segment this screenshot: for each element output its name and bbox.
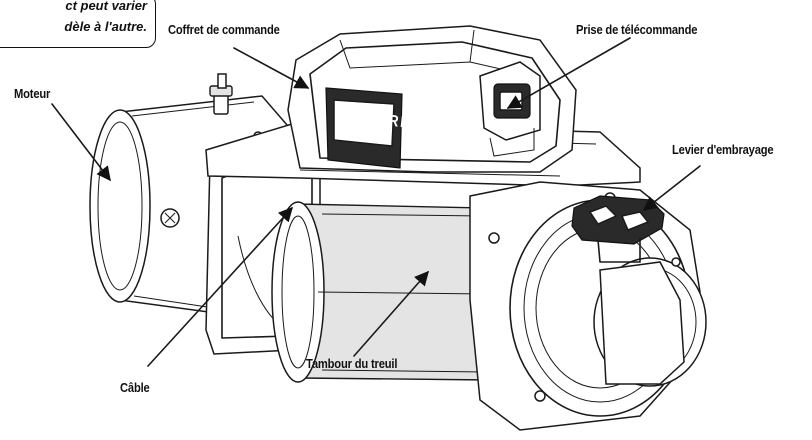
callout-moteur [51, 103, 111, 182]
label-prise-de-telecommande: Prise de télécommande [576, 22, 698, 37]
callout-levier [642, 165, 701, 211]
label-moteur: Moteur [14, 86, 51, 101]
callout-prise [506, 37, 631, 109]
label-tambour-du-treuil: Tambour du treuil [306, 356, 398, 371]
callout-cable [147, 206, 293, 367]
gear-housing-drawing [469, 181, 707, 431]
label-cable: Câble [120, 380, 150, 395]
disclaimer-note-box: ct peut varier dèle à l'autre. [0, 0, 156, 48]
label-levier-d-embrayage: Levier d'embrayage [672, 142, 774, 157]
callout-coffret [233, 47, 310, 89]
disclaimer-line-2: dèle à l'autre. [64, 19, 147, 34]
label-coffret-de-commande: Coffret de commande [168, 22, 280, 37]
winch-drum-drawing [271, 201, 491, 383]
control-pack-drawing [287, 25, 577, 173]
callout-lines [51, 37, 701, 367]
disclaimer-line-1: ct peut varier [65, 0, 147, 13]
clutch-lever-drawing [571, 195, 665, 263]
callout-tambour [353, 270, 429, 357]
